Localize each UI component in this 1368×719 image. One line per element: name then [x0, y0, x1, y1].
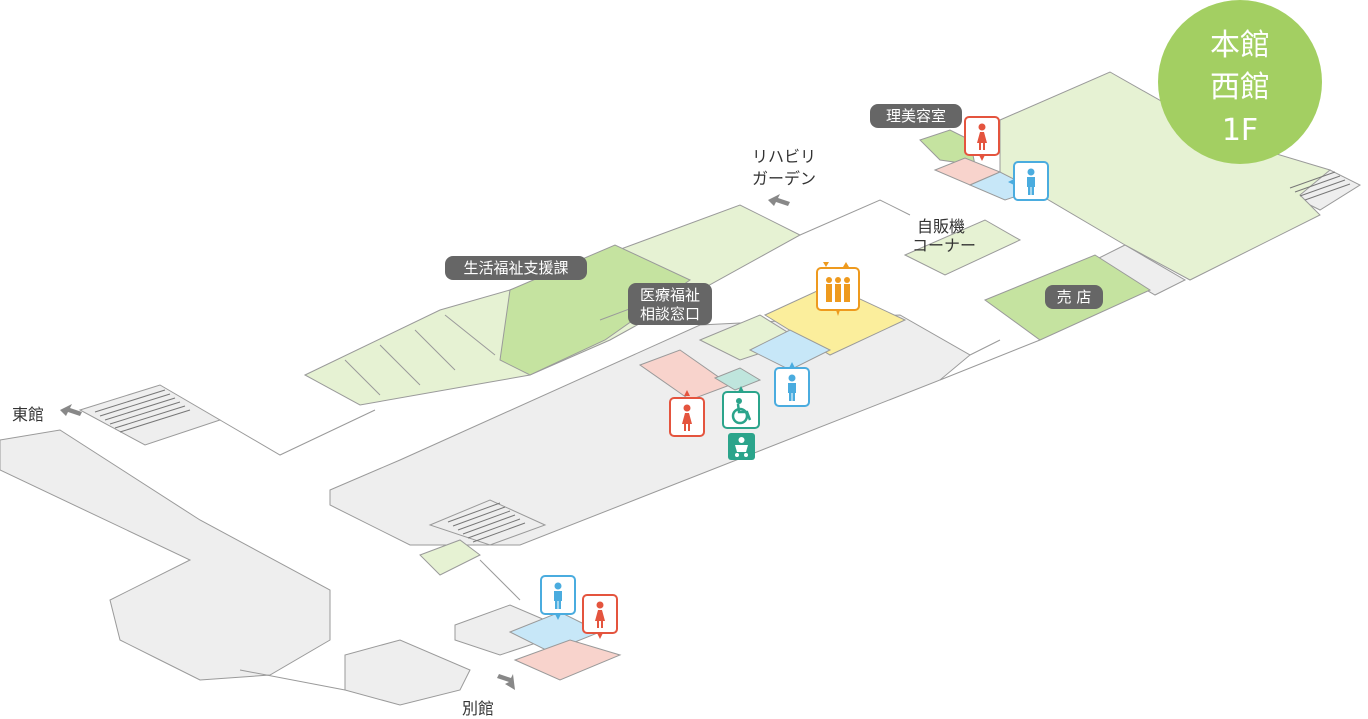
label-rehab-2: ガーデン: [752, 169, 816, 188]
women-room-lower: [513, 639, 622, 681]
green-areas: [303, 71, 1332, 576]
label-jihanki-2: コーナー: [912, 236, 976, 255]
svg-text:理美容室: 理美容室: [886, 107, 946, 125]
label-seikatsu: 生活福祉支援課: [445, 256, 587, 280]
direction-arrows: [60, 194, 790, 690]
men-restroom-icon[interactable]: [774, 362, 810, 407]
hall-green-room: [419, 539, 481, 576]
svg-text:1F: 1F: [1222, 113, 1258, 148]
men-restroom-lower-icon[interactable]: [540, 575, 576, 620]
women-restroom-upper-icon[interactable]: [964, 116, 1000, 161]
baby-care-icon[interactable]: [728, 433, 755, 460]
label-baiten: 売 店: [1045, 285, 1103, 309]
svg-text:相談窓口: 相談窓口: [640, 305, 700, 323]
arrow-rehab-garden: [768, 194, 790, 206]
svg-text:生活福祉支援課: 生活福祉支援課: [463, 259, 568, 277]
corridor-walls: [219, 199, 1041, 691]
east-stair-block: [78, 384, 222, 446]
label-annex: 別館: [462, 699, 494, 718]
women-restroom-icon[interactable]: [669, 390, 705, 437]
svg-text:売 店: 売 店: [1057, 288, 1092, 306]
women-restroom-lower-icon[interactable]: [582, 594, 618, 639]
vending-area: [903, 219, 1022, 276]
svg-text:医療福祉: 医療福祉: [640, 286, 700, 304]
men-room-center: [748, 329, 832, 371]
elevator-icon[interactable]: [816, 262, 860, 316]
label-iryo: 医療福祉 相談窓口: [628, 283, 712, 325]
annex-floor: [344, 639, 471, 706]
label-jihanki: 自販機: [917, 217, 965, 236]
east-wing-floor: [0, 429, 331, 681]
label-east-wing: 東館: [12, 405, 44, 424]
svg-text:西館: 西館: [1210, 70, 1270, 105]
arrow-annex: [497, 674, 515, 690]
stair-hatching: [94, 171, 1351, 543]
hall-stair-block: [428, 499, 547, 546]
accessible-room: [713, 367, 762, 391]
accessible-restroom-icon[interactable]: [722, 386, 760, 429]
arrow-east-wing: [60, 404, 82, 416]
svg-text:本館: 本館: [1210, 28, 1270, 63]
label-riyou: 理美容室: [870, 104, 962, 128]
label-rehab: リハビリ: [752, 147, 816, 166]
men-restroom-upper-icon[interactable]: [1008, 161, 1049, 201]
floor-badge: 本館 西館 1F: [1158, 0, 1322, 164]
